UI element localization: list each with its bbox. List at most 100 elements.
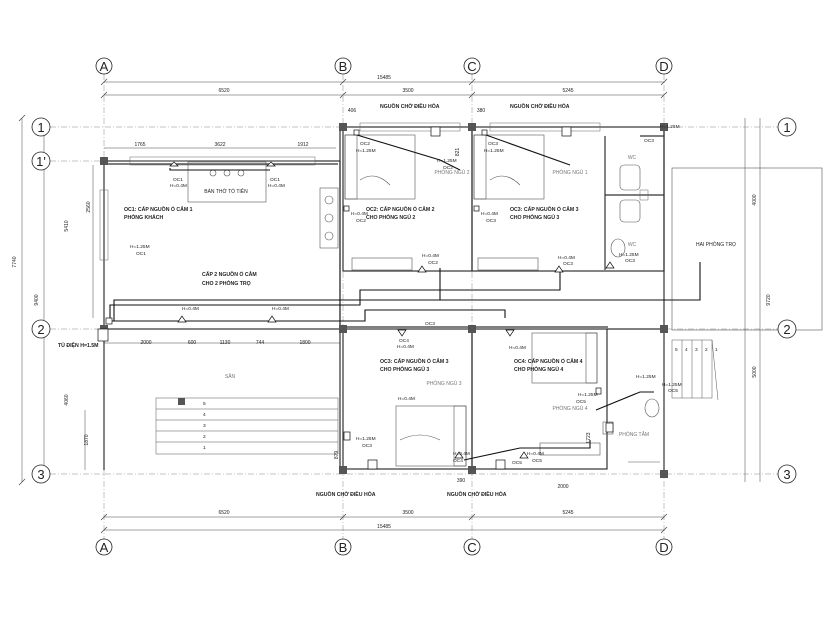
dim-top-seg-1: 6520	[218, 88, 229, 94]
outlet-oc5a-h: H=1.25M	[636, 374, 656, 380]
room-yard: SÂN	[225, 373, 236, 380]
grid-label-2-right: 2	[783, 322, 790, 337]
note-oc4-line2: CHO PHÒNG NGỦ 4	[514, 365, 563, 373]
dimension-texts: 15485 6520 3500 5245 406 380 1765 3622 1…	[12, 75, 772, 530]
dim-left-inner-1: 2560	[86, 201, 92, 212]
outlet-oc3e: OC3	[625, 258, 635, 264]
circuit-notes: NGUỒN CHỜ ĐIỀU HÒA NGUỒN CHỜ ĐIỀU HÒA NG…	[58, 102, 583, 498]
dim-mid-4: 744	[256, 340, 265, 346]
dim-bottom-detail-1: 2000	[557, 484, 568, 490]
grid-label-b-top: B	[339, 59, 348, 74]
outlet-oc3g-h: H=1.25M	[356, 436, 376, 442]
outlet-symbols	[97, 126, 615, 470]
dimension-lines	[21, 81, 761, 531]
dim-bottom-detail-2: 1723	[586, 432, 592, 443]
dim-bottom-detail-5: 390	[457, 478, 466, 484]
dim-right-part-3: 5000	[752, 366, 758, 377]
room-lot: HAI PHÒNG TRỌ	[696, 241, 736, 248]
outlet-oc1b-h: H=0.4M	[268, 183, 285, 189]
room-wc-1: WC	[628, 155, 637, 161]
stair-step-1: 1	[203, 445, 206, 451]
room-bath: PHÒNG TẮM	[619, 430, 649, 438]
note-lot-line2: CHO 2 PHÒNG TRỌ	[202, 279, 251, 287]
outlet-oc5a: OC5	[668, 388, 678, 394]
room-wc-2: WC	[628, 242, 637, 248]
note-oc2-line1: OC2: CẤP NGUỒN Ổ CẮM 2	[366, 205, 435, 213]
dim-bottom-detail-3: 821	[455, 148, 461, 157]
dim-left-part-1: 9400	[34, 294, 40, 305]
room-altar: BÀN THỜ TỔ TIÊN	[204, 187, 248, 195]
room-bedroom-4: PHÒNG NGỦ 4	[552, 405, 587, 412]
room-bedroom-3: PHÒNG NGỦ 3	[426, 380, 461, 387]
outlet-oc2c: OC2	[356, 218, 366, 224]
outlet-oc2a: OC2	[360, 141, 370, 147]
dim-bottom-total: 15485	[377, 524, 391, 530]
stair-numbers: 5 4 3 2 1 5 4 3 2 1	[203, 347, 718, 451]
dim-inner-1: 1765	[134, 142, 145, 148]
dim-mid-2: 600	[188, 340, 197, 346]
outlet-oc5b-h: H=1.25M	[662, 382, 682, 388]
outlet-oc1e-h: H=0.4M	[272, 306, 289, 312]
note-ac-power-1: NGUỒN CHỜ ĐIỀU HÒA	[380, 102, 440, 110]
stair-step-2: 2	[203, 434, 206, 440]
outlet-oc1b: OC1	[270, 177, 280, 183]
stair-step-3: 3	[203, 423, 206, 429]
dim-top-seg-3: 5245	[562, 88, 573, 94]
outlet-oc2b: OC2	[443, 165, 453, 171]
dim-inner-2: 3622	[214, 142, 225, 148]
dim-left-total: 7740	[12, 256, 18, 267]
outlet-oc5c-h: H=1.25M	[578, 392, 598, 398]
outlet-oc2c-h: H=0.4M	[351, 211, 368, 217]
outlet-oc1c: OC1	[136, 251, 146, 257]
grid-labels: A B C D A B C D 1 1' 2 3 1 2 3	[36, 59, 790, 555]
dim-bottom-seg-1: 6520	[218, 510, 229, 516]
outlet-oc3f: OC3	[425, 321, 435, 327]
dim-left-part-3: 4060	[64, 394, 70, 405]
grid-label-b-bottom: B	[339, 540, 348, 555]
outlet-oc3b: OC3	[486, 218, 496, 224]
outlet-oc3c: OC3	[563, 261, 573, 267]
room-bedroom-1: PHÒNG NGỦ 1	[552, 169, 587, 176]
grid-label-c-top: C	[467, 59, 476, 74]
outlet-oc3b-h: H=0.4M	[481, 211, 498, 217]
dim-top-detail-a: 406	[348, 108, 357, 114]
outlet-oc3g: OC3	[362, 443, 372, 449]
grid-label-1p-left: 1'	[36, 154, 46, 169]
note-lot-line1: CẤP 2 NGUỒN Ổ CẮM	[202, 270, 257, 278]
wiring	[109, 134, 701, 461]
stair-right-2: 2	[705, 347, 708, 353]
grid-label-1-left: 1	[37, 120, 44, 135]
note-oc3a-line1: OC3: CẤP NGUỒN Ổ CẮM 3	[510, 205, 579, 213]
grid-bubbles	[31, 57, 797, 556]
outlet-oc4b: OC4	[453, 458, 463, 464]
outlet-oc5c: OC5	[576, 399, 586, 405]
dim-left-inner-2: 1870	[84, 434, 90, 445]
note-meter: TỦ ĐIỆN H=1.5M	[58, 341, 99, 349]
note-ac-power-2: NGUỒN CHỜ ĐIỀU HÒA	[510, 102, 570, 110]
note-oc3a-line2: CHO PHÒNG NGỦ 3	[510, 213, 559, 221]
note-ac-power-4: NGUỒN CHỜ ĐIỀU HÒA	[447, 490, 507, 498]
outlet-oc2d: OC2	[428, 260, 438, 266]
outlet-oc3c-h: H=0.4M	[558, 255, 575, 261]
grid-label-2-left: 2	[37, 322, 44, 337]
grid-label-c-bottom: C	[467, 540, 476, 555]
outlet-oc5d: OC5	[512, 460, 522, 466]
windows	[99, 122, 649, 261]
dim-inner-3: 1912	[297, 142, 308, 148]
stair-step-4: 4	[203, 412, 206, 418]
grid-label-3-right: 3	[783, 467, 790, 482]
stair-right-3: 3	[695, 347, 698, 353]
note-oc4-line1: OC4: CẤP NGUỒN Ổ CẮM 4	[514, 357, 583, 365]
room-labels: BÀN THỜ TỔ TIÊN PHÒNG NGỦ 2 PHÒNG NGỦ 1 …	[204, 155, 736, 438]
grid-label-1-right: 1	[783, 120, 790, 135]
grid-label-a-bottom: A	[100, 540, 109, 555]
stair-right-1: 1	[715, 347, 718, 353]
note-oc1-line2: PHÒNG KHÁCH	[124, 213, 163, 221]
outlet-labels: OC1 H=0.4M OC1 H=0.4M H=1.25M OC1 H=0.4M…	[130, 124, 682, 466]
grid-label-3-left: 3	[37, 467, 44, 482]
outlet-oc3d-h: H=1.25M	[660, 124, 680, 130]
stair-right-4: 4	[685, 347, 688, 353]
dim-right-part-2: 9720	[766, 294, 772, 305]
grid-label-a-top: A	[100, 59, 109, 74]
